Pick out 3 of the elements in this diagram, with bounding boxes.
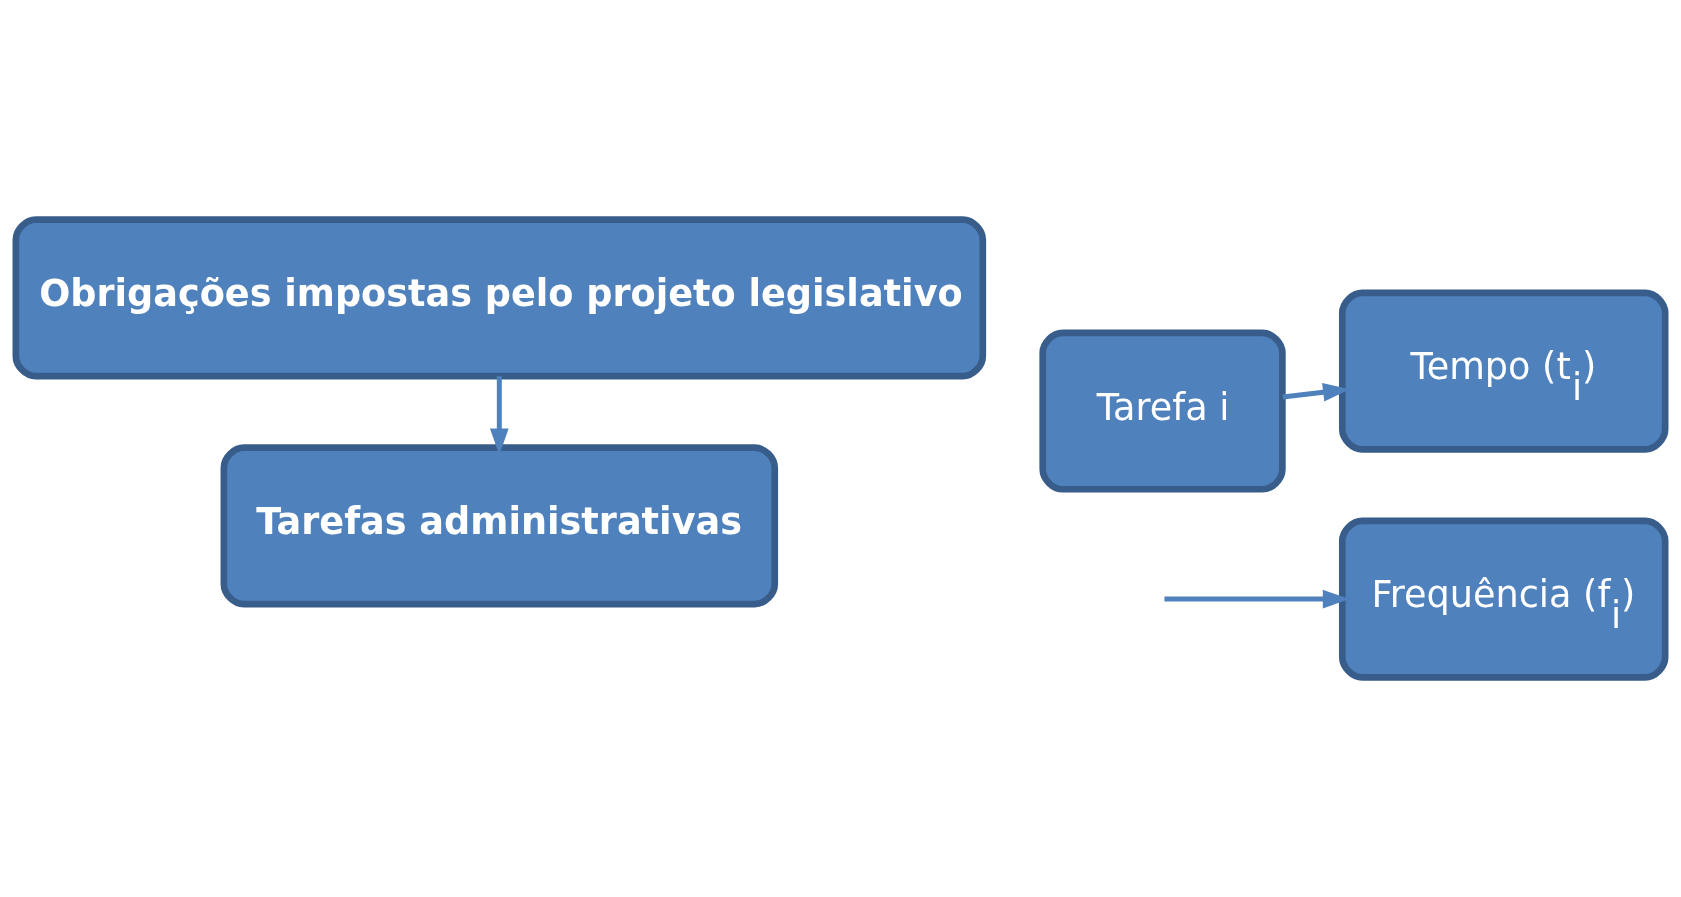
node-box: Tarefa i [1039, 329, 1286, 493]
node-box: Obrigações impostas pelo projeto legislativo [12, 216, 987, 380]
node-box: Tarefas administrativas [220, 444, 779, 608]
